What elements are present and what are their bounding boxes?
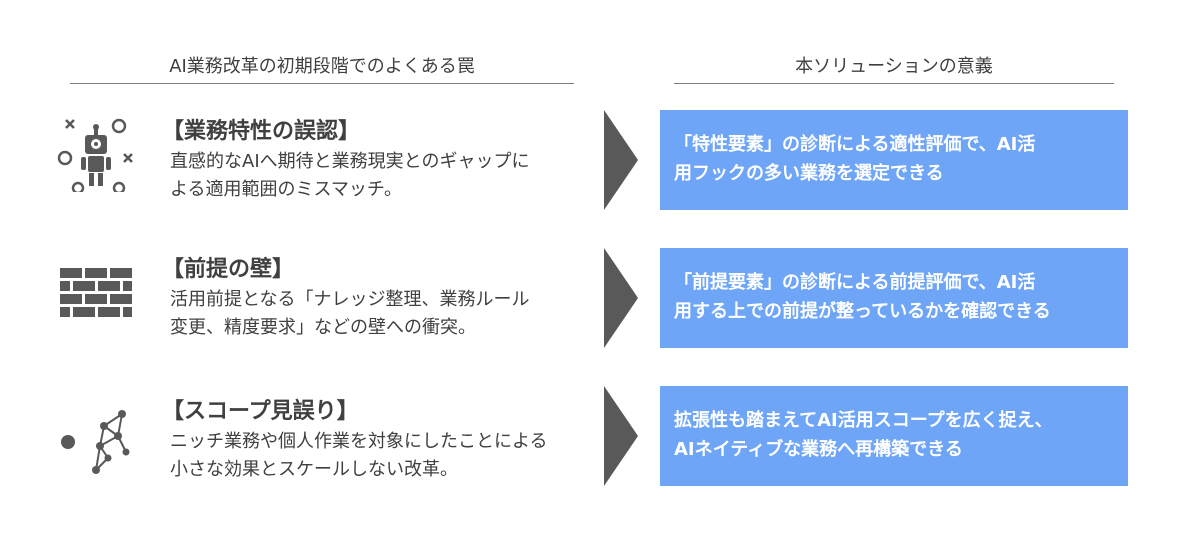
network-scope-icon — [56, 400, 136, 480]
robot-icon — [56, 112, 136, 195]
row-title: 【業務特性の誤認】 — [162, 119, 361, 144]
row-description: 活用前提となる「ナレッジ整理、業務ルール 変更、精度要求」などの壁への衝突。 — [170, 289, 530, 338]
chevron-right-icon — [604, 248, 638, 348]
left-column-header: AI業務改革の初期段階でのよくある罠 — [169, 56, 475, 77]
solution-box: 「特性要素」の診断による適性評価で、AI活 用フックの多い業務を選定できる — [660, 110, 1128, 210]
solution-box: 拡張性も踏まえてAI活用スコープを広く捉え、 AIネイティブな業務へ再構築できる — [660, 386, 1128, 486]
right-column-header: 本ソリューションの意義 — [795, 56, 993, 77]
chevron-right-icon — [604, 386, 638, 486]
row-title: 【スコープ見誤り】 — [162, 399, 359, 424]
left-header-rule — [70, 83, 574, 84]
row-title: 【前提の壁】 — [162, 257, 295, 282]
solution-box: 「前提要素」の診断による前提評価で、AI活 用する上での前提が整っているかを確認… — [660, 248, 1128, 348]
row-description: ニッチ業務や個人作業を対象にしたことによる 小さな効果とスケールしない改革。 — [170, 431, 548, 480]
chevron-right-icon — [604, 110, 638, 210]
right-header-rule — [674, 83, 1114, 84]
brick-wall-icon — [56, 256, 136, 336]
row-description: 直感的なAIへ期待と業務現実とのギャップに よる適用範囲のミスマッチ。 — [170, 151, 530, 200]
